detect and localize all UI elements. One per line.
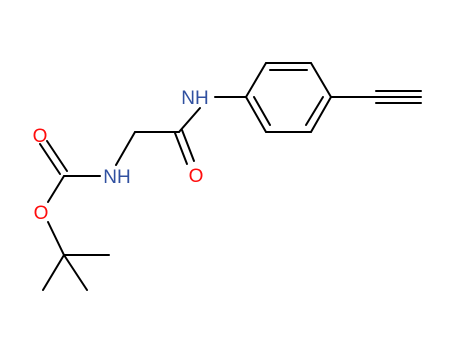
bond-ring-4-inner: [305, 96, 324, 126]
bond-ring-6: [245, 96, 267, 133]
bond-ring-3: [310, 62, 332, 98]
ester-o-label: O: [34, 203, 49, 224]
bond-carbamate-co-a: [39, 143, 61, 175]
atom-labels: NH O NH O O: [33, 88, 209, 224]
bond-ch2-nh: [115, 131, 136, 166]
carbamate-o-carbonyl-label: O: [33, 126, 48, 147]
bond-nh-carbonyl: [178, 107, 201, 133]
bond-ring-4: [310, 96, 332, 133]
carbamate-nh-label: NH: [103, 167, 130, 188]
bond-carbamate-co-b: [46, 140, 68, 172]
bond-tbu-me2: [63, 254, 88, 291]
bond-carbamate-o: [47, 175, 65, 203]
amide-nh-label: NH: [181, 88, 208, 109]
bond-amide-co-b: [181, 129, 195, 162]
bond-tbu-me1: [42, 254, 65, 291]
bond-ring-6-inner: [253, 96, 271, 126]
amide-o-label: O: [189, 166, 204, 187]
bond-amide-co-a: [174, 132, 188, 165]
bond-ring-1: [245, 62, 267, 98]
bonds: [39, 62, 422, 291]
bond-o-tbu: [47, 221, 65, 256]
